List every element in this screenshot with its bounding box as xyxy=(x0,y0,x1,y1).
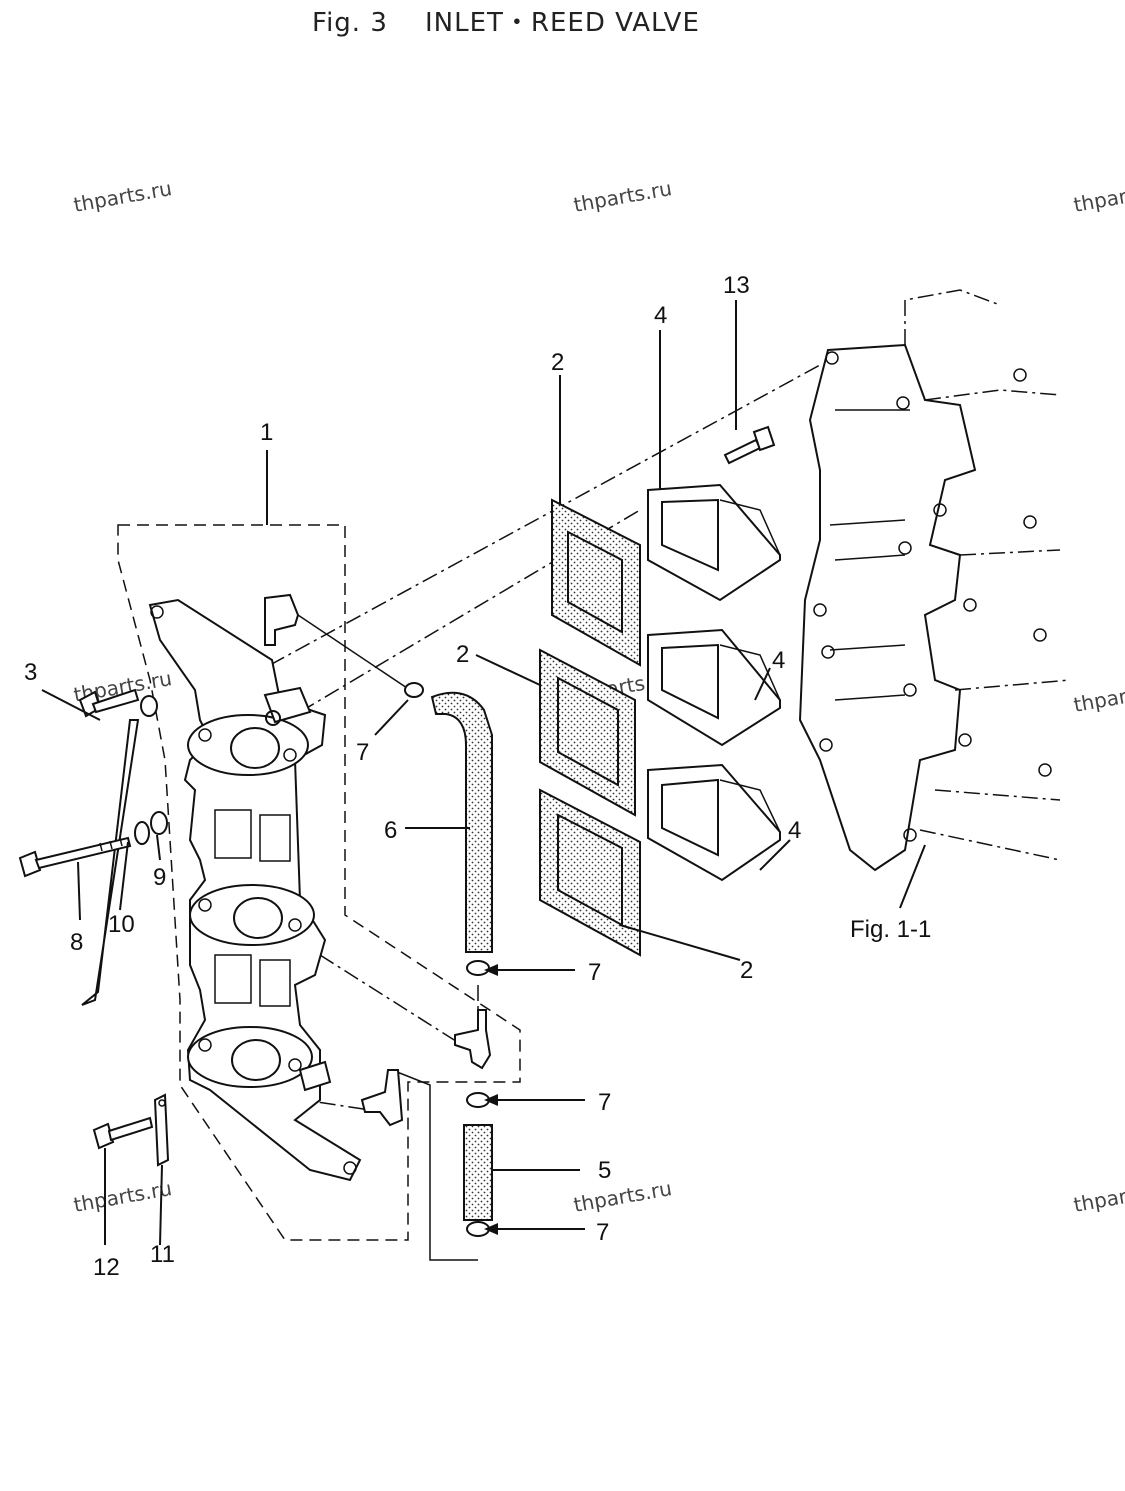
hose-part-5 xyxy=(463,1124,493,1221)
clip-part-11 xyxy=(153,1093,170,1167)
callout-9: 9 xyxy=(153,864,166,891)
t-fitting xyxy=(454,1009,492,1070)
figure-title: INLET・REED VALVE xyxy=(425,8,700,38)
callout-1: 1 xyxy=(260,419,273,446)
gasket-part-2 xyxy=(551,498,641,667)
reed-valve-part-4 xyxy=(647,763,781,882)
watermark: thparts.ru xyxy=(72,176,174,217)
long-bolt-part-8 xyxy=(18,836,132,878)
callout-13: 13 xyxy=(723,272,750,299)
reed-valve-part-4 xyxy=(647,483,781,602)
callout-3: 3 xyxy=(24,659,37,686)
alignment-line xyxy=(319,954,471,1051)
callout-4: 4 xyxy=(654,302,667,329)
callout-10: 10 xyxy=(108,911,135,938)
callout-7: 7 xyxy=(598,1089,611,1116)
callout-11: 11 xyxy=(150,1241,175,1268)
watermark: thparts.ru xyxy=(1072,1176,1125,1217)
gasket-part-2 xyxy=(539,788,641,957)
washer-part-10 xyxy=(134,821,150,845)
intake-manifold xyxy=(148,598,362,1182)
callout-12: 12 xyxy=(93,1254,120,1281)
watermark: thparts.ru xyxy=(72,1176,174,1217)
screw-part-13 xyxy=(723,425,776,465)
bolt-part-12 xyxy=(92,1116,154,1150)
reed-valve-part-4 xyxy=(647,628,781,747)
callout-6: 6 xyxy=(384,817,397,844)
figure-reference: Fig. 1-1 xyxy=(850,916,931,943)
callout-4: 4 xyxy=(772,647,785,674)
clamp-part-7 xyxy=(404,682,424,698)
watermark: thparts.ru xyxy=(1072,676,1125,717)
elbow-fitting-bottom xyxy=(360,1069,404,1127)
assembly-boundary xyxy=(117,524,521,1241)
callout-7: 7 xyxy=(356,739,369,766)
crankcase-reference xyxy=(798,289,1071,872)
alignment-line xyxy=(269,364,821,666)
leader-lines xyxy=(41,300,926,1246)
washer-part-9 xyxy=(150,811,168,835)
callout-8: 8 xyxy=(70,929,83,956)
watermark: thparts.ru xyxy=(1072,176,1125,217)
callout-2: 2 xyxy=(551,349,564,376)
callout-7: 7 xyxy=(588,959,601,986)
hose-part-6 xyxy=(430,691,493,953)
watermark: thparts.ru xyxy=(572,176,674,217)
callout-2: 2 xyxy=(740,957,753,984)
alignment-line xyxy=(391,1069,478,1261)
watermark: thparts.ru xyxy=(572,1176,674,1217)
bolt-part-3 xyxy=(78,688,158,1006)
clamp-part-7 xyxy=(466,960,490,976)
elbow-fitting-top xyxy=(264,593,411,691)
callout-7: 7 xyxy=(596,1219,609,1246)
figure-number: Fig. 3 xyxy=(312,8,388,38)
gasket-part-2 xyxy=(539,648,636,817)
callout-2: 2 xyxy=(456,641,469,668)
callout-5: 5 xyxy=(598,1157,611,1184)
alignment-line xyxy=(204,1084,371,1111)
callout-4: 4 xyxy=(788,817,801,844)
